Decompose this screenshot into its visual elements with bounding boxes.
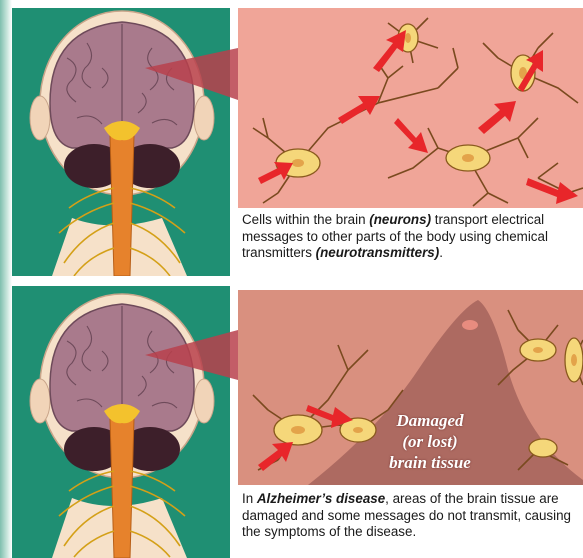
alzheimers-caption: In Alzheimer’s disease, areas of the bra… (242, 491, 580, 541)
arrow-icon (258, 442, 293, 471)
caption-text: In (242, 491, 257, 506)
healthy-neurons-panel (238, 8, 583, 208)
neurons-term: (neurons) (369, 212, 431, 227)
neuron-nucleus (405, 33, 411, 43)
alzheimers-term: Alzheimer’s disease (257, 491, 385, 506)
neuron-nucleus (462, 154, 474, 162)
neuron-nucleus (353, 427, 363, 433)
caption-text: Cells within the brain (242, 212, 369, 227)
connector-top (145, 48, 238, 100)
neurotransmitters-term: (neurotransmitters) (316, 245, 440, 260)
neuron-nucleus (533, 347, 543, 353)
damaged-tissue-label: Damaged (or lost) brain tissue (365, 410, 495, 473)
neuron-nucleus (291, 426, 305, 434)
neuron-nucleus (292, 159, 304, 167)
arrow-icon (338, 96, 380, 124)
healthy-caption: Cells within the brain (neurons) transpo… (242, 212, 580, 262)
signal-arrows (258, 30, 578, 204)
damage-label-line: (or lost) (365, 431, 495, 452)
neuron-cells (276, 24, 535, 177)
damage-label-line: brain tissue (365, 452, 495, 473)
damage-spot (462, 320, 478, 330)
dendrites (253, 18, 583, 206)
arrow-icon (373, 30, 406, 72)
connector-bottom (145, 330, 238, 380)
neuron-nucleus (571, 354, 577, 366)
healthy-neurons-illustration (238, 8, 583, 208)
neuron-cell (529, 439, 557, 457)
arrow-icon (478, 101, 516, 134)
damage-label-line: Damaged (365, 410, 495, 431)
arrow-icon (394, 118, 428, 153)
arrow-icon (526, 178, 578, 204)
caption-text: . (439, 245, 443, 260)
